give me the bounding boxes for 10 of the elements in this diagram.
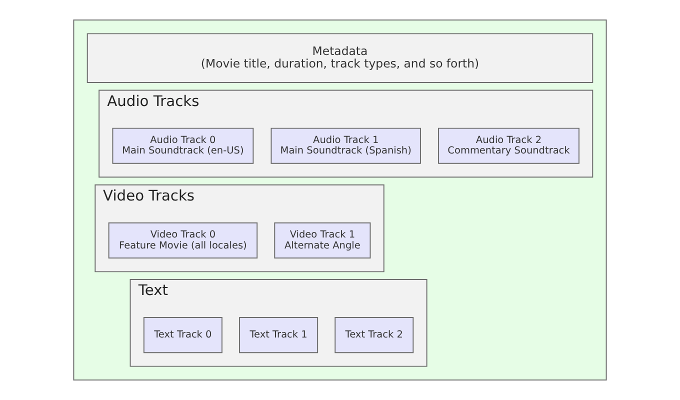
node-box: Video Track 0 Feature Movie (all locales) <box>108 222 258 259</box>
node-box: Text Track 2 <box>334 317 414 354</box>
node-box: Audio Track 2 Commentary Soundtrack <box>438 128 580 164</box>
node-box: Text Track 0 <box>143 317 222 354</box>
node-box: Audio Track 1 Main Soundtrack (Spanish) <box>270 128 421 164</box>
node-box: Metadata (Movie title, duration, track types, and so forth) <box>86 33 594 83</box>
node-box: Video Track 1 Alternate Angle <box>274 222 371 259</box>
cluster <box>73 20 607 380</box>
node-box: Audio Track 0 Main Soundtrack (en-US) <box>112 128 254 164</box>
node-box: Text Track 1 <box>239 317 318 354</box>
